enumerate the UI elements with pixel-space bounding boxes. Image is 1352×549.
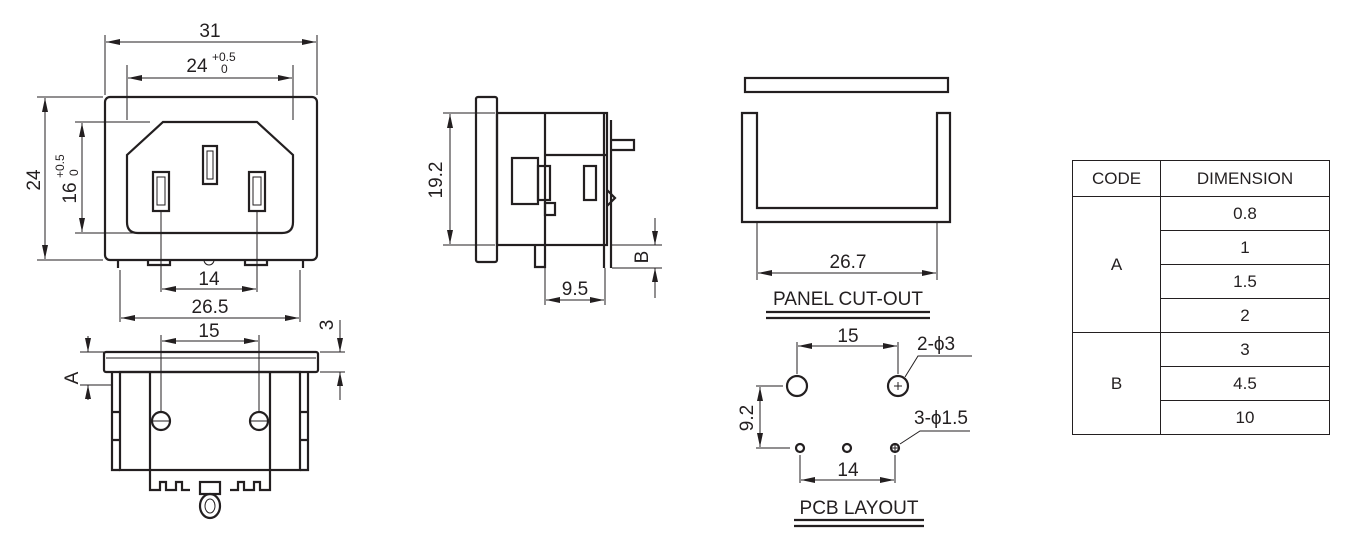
dimension-cell: 0.8 [1160, 196, 1330, 231]
code-cell: B [1072, 332, 1161, 435]
dim-opening-height: 16 [60, 182, 81, 203]
pin-right [247, 170, 267, 213]
dimension-cell: 1.5 [1160, 264, 1330, 299]
bottom-view: 15 A 3 [62, 320, 345, 520]
pcb-layout-label: PCB LAYOUT [800, 498, 919, 519]
pin-earth [201, 144, 219, 186]
panel-cutout-label: PANEL CUT-OUT [773, 289, 923, 310]
front-view: 31 24 +0.5 0 24 16 +0.5 0 14 26.5 [24, 21, 319, 322]
dimension-cell: 10 [1160, 400, 1330, 435]
large-hole-note: 2-ϕ3 [917, 334, 955, 355]
dim-opening-height-tol-upper: +0.5 [53, 154, 67, 178]
table-row: 10 [1073, 400, 1330, 435]
dim-opening-width-tol-upper: +0.5 [212, 50, 236, 64]
dim-width-total: 31 [199, 21, 220, 42]
side-view: 19.2 9.5 B [426, 95, 662, 305]
dim-side-height: 19.2 [426, 162, 447, 199]
dim-cutout-width: 26.7 [830, 252, 867, 273]
dim-b-label: B [632, 251, 653, 264]
dim-pin-spacing: 14 [198, 269, 220, 290]
code-cell: A [1072, 196, 1161, 333]
dim-opening-width-tol-lower: 0 [221, 62, 228, 76]
dimension-cell: 3 [1160, 332, 1330, 367]
table-row: 1 [1073, 230, 1330, 265]
dim-base-width: 26.5 [192, 297, 229, 318]
dimension-table: CODE DIMENSION A 0.8 1 1.5 2 B 3 4.5 10 [1072, 160, 1330, 435]
header-code: CODE [1072, 160, 1161, 197]
dim-screw-spacing: 15 [198, 321, 219, 342]
pcb-layout-view: 15 9.2 14 2-ϕ3 3-ϕ1.5 PCB LAYOUT [737, 326, 972, 528]
table-header-row: CODE DIMENSION [1072, 160, 1330, 197]
dimension-cell: 4.5 [1160, 366, 1330, 401]
dim-opening-height-tol-lower: 0 [67, 169, 81, 176]
dimension-cell: 1 [1160, 230, 1330, 265]
table-row: A 0.8 [1072, 196, 1330, 333]
dim-pin-offset: 9.5 [562, 279, 588, 300]
dimension-cell: 2 [1160, 298, 1330, 333]
header-dimension: DIMENSION [1160, 160, 1330, 197]
panel-cutout-view: 26.7 PANEL CUT-OUT [740, 76, 952, 320]
small-hole-note: 3-ϕ1.5 [914, 408, 968, 429]
dim-large-hole-spacing: 15 [837, 326, 858, 347]
dim-flange-thickness: 3 [317, 320, 338, 331]
table-row: B 3 [1072, 332, 1330, 435]
dim-row-spacing: 9.2 [737, 405, 758, 431]
dim-a-label: A [62, 371, 83, 384]
pin-left [151, 170, 171, 213]
dim-small-hole-spacing: 14 [837, 460, 859, 481]
dim-opening-width: 24 [186, 56, 208, 77]
dim-height-total: 24 [24, 169, 45, 191]
